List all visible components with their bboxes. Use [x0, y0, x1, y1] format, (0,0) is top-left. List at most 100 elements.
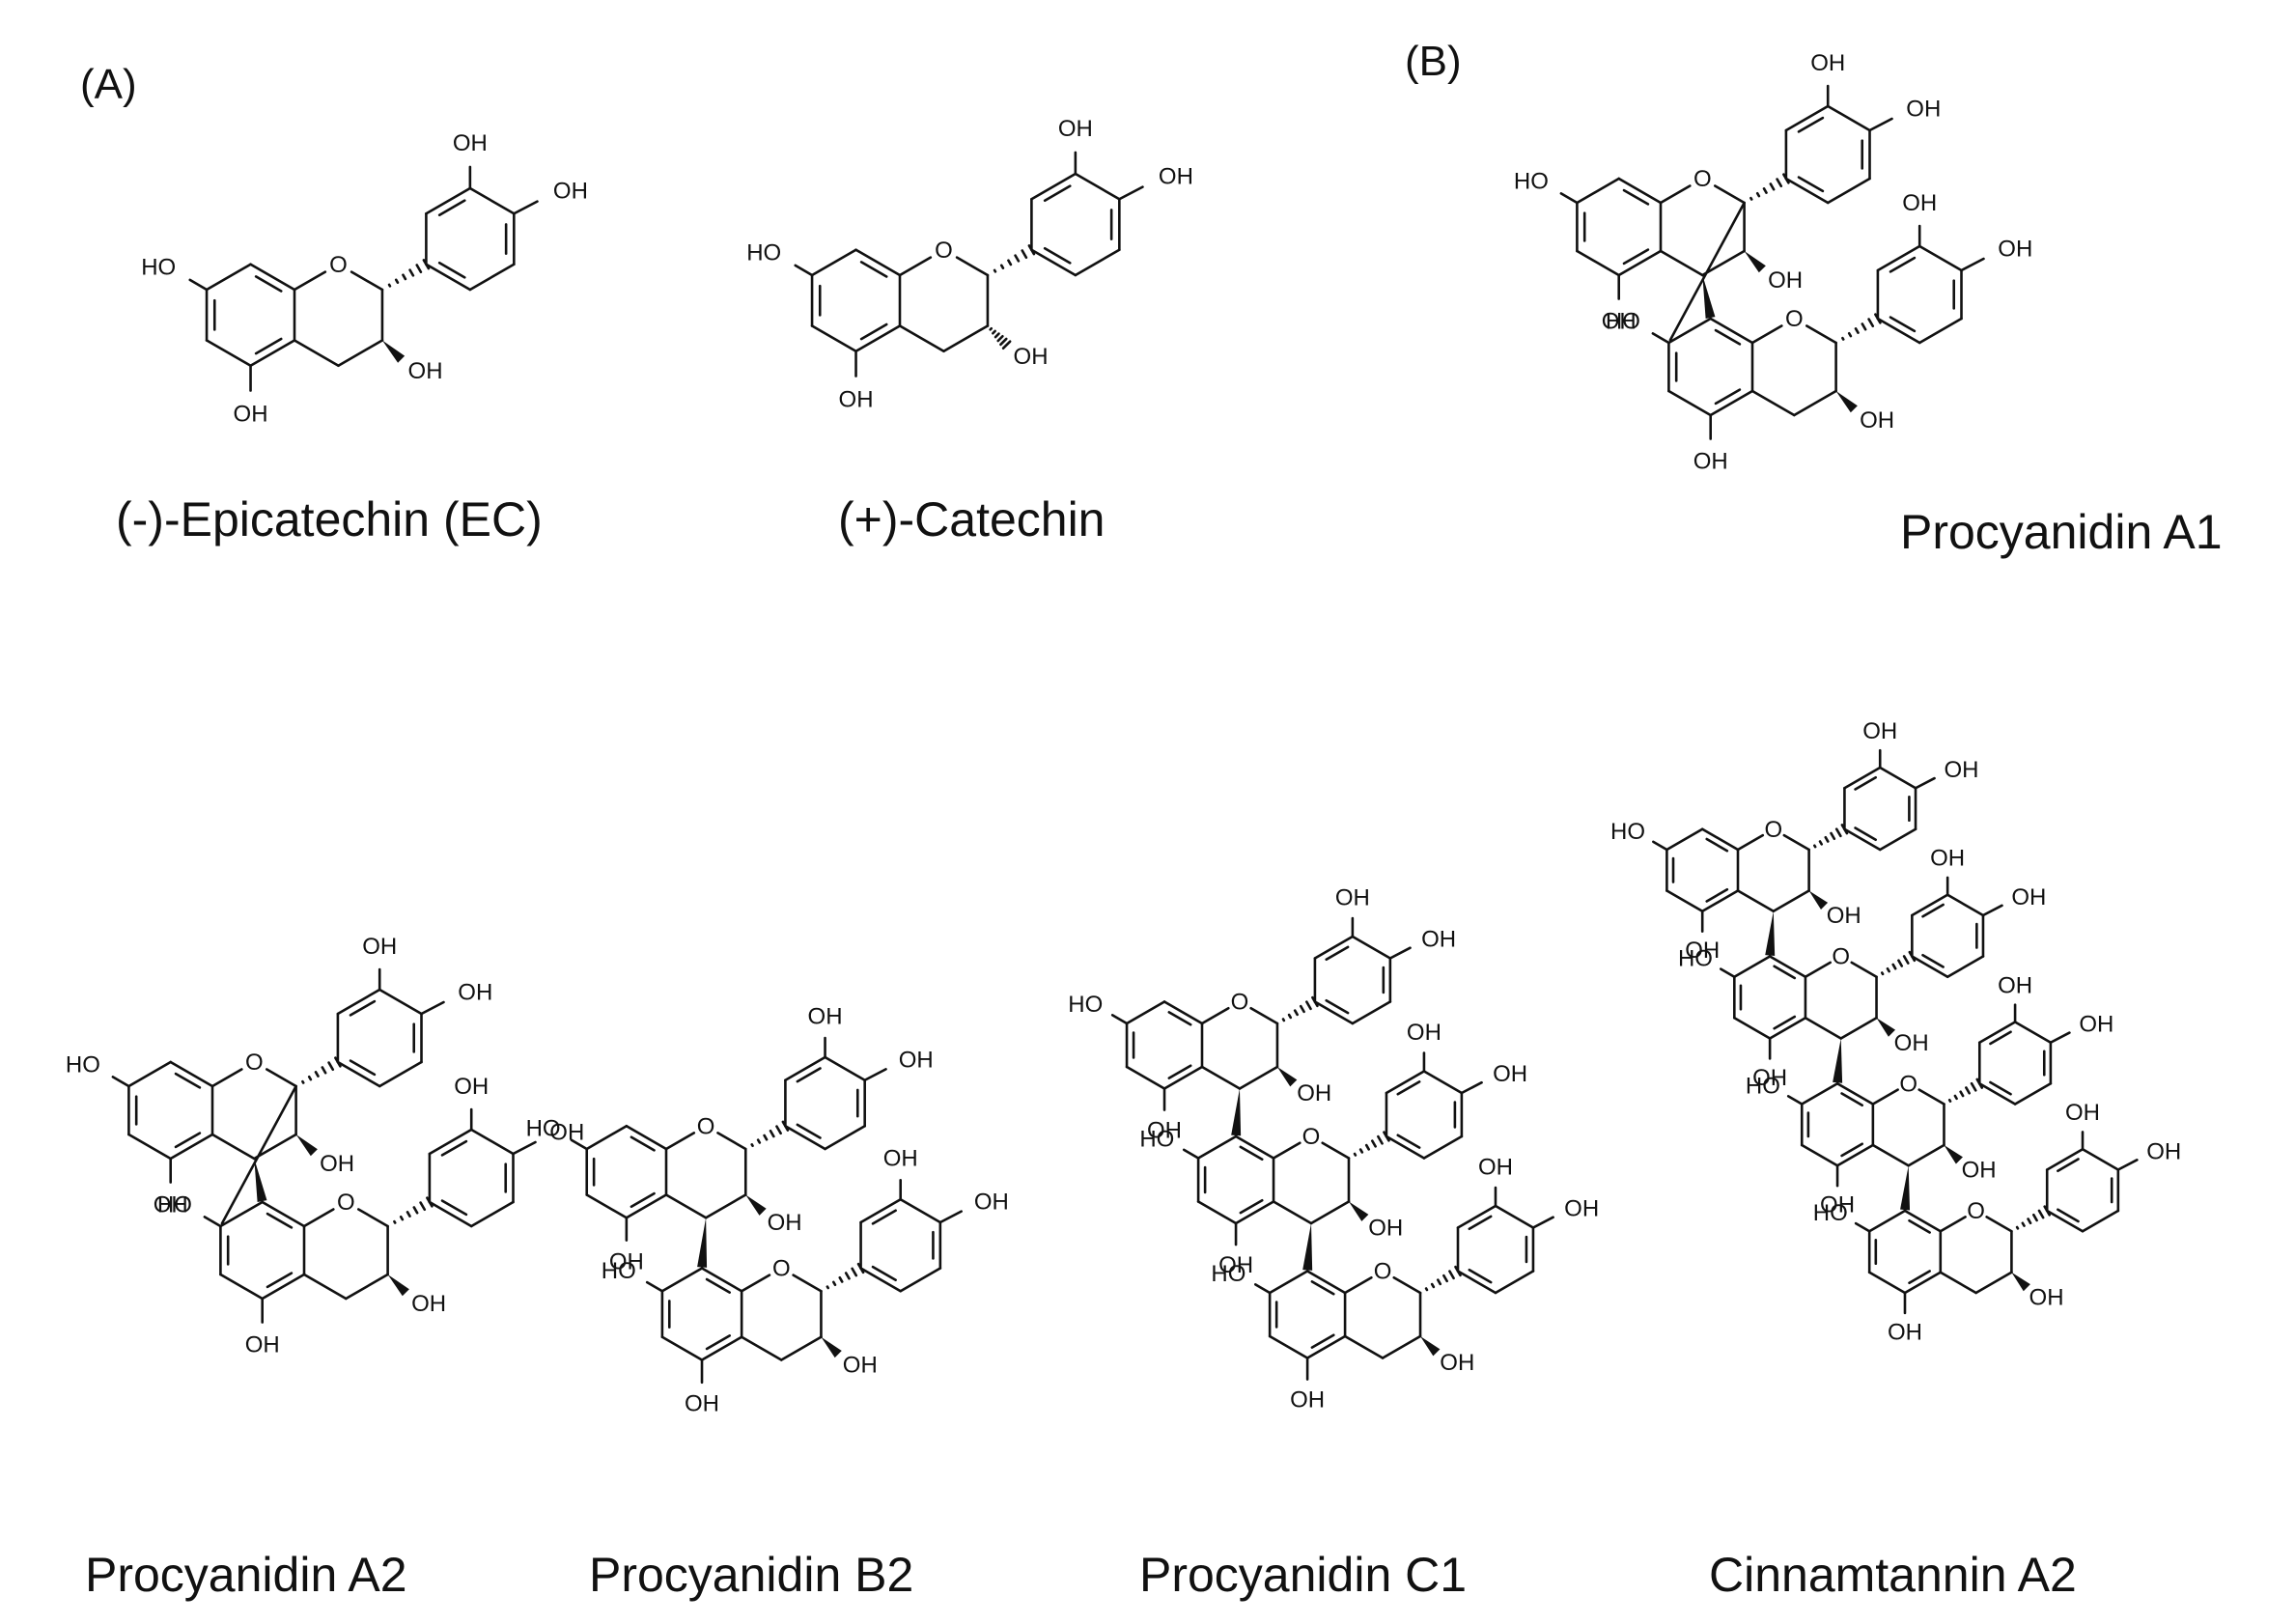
panel-label-a: (A) — [80, 61, 137, 108]
hashed-bond — [1001, 340, 1012, 350]
atom-label: OH — [1888, 1319, 1922, 1345]
bond — [1074, 248, 1121, 277]
bond — [169, 1060, 214, 1088]
wedge-bond — [1276, 1067, 1298, 1087]
atom-label: HO — [1746, 1073, 1780, 1099]
bond — [1321, 1141, 1351, 1160]
bond — [1768, 1016, 1807, 1040]
bond — [1305, 1270, 1347, 1295]
bond — [111, 1076, 130, 1088]
bond — [1945, 955, 1985, 979]
bond — [854, 248, 902, 277]
atom-label: OH — [2079, 1012, 2113, 1038]
bond — [1800, 1143, 1839, 1167]
hashed-bond — [1847, 331, 1853, 338]
hashed-bond — [1762, 187, 1768, 194]
bond — [1239, 1145, 1264, 1162]
bond — [824, 1055, 866, 1082]
bond — [1876, 317, 1921, 345]
bond — [1385, 1070, 1426, 1095]
compound-name-procyanidin-b2: Procyanidin B2 — [589, 1548, 913, 1602]
bond — [1714, 388, 1742, 406]
bond — [898, 256, 933, 277]
wedge-bond — [745, 1194, 767, 1216]
bond — [585, 1193, 629, 1219]
wedge-bond — [1900, 1165, 1911, 1211]
bond — [796, 1067, 822, 1083]
bond — [625, 1124, 668, 1151]
bond — [1253, 1283, 1272, 1295]
bond — [899, 1197, 942, 1224]
bond — [1719, 967, 1736, 979]
bond — [810, 248, 857, 277]
bond — [293, 270, 327, 292]
hashed-bond — [399, 1215, 405, 1221]
atom-label: OH — [1421, 926, 1456, 952]
bond — [570, 1138, 589, 1151]
bond — [1309, 1200, 1351, 1225]
bond — [1907, 1143, 1945, 1167]
hashed-bond — [1377, 1134, 1384, 1145]
bond — [336, 988, 381, 1016]
hashed-bond — [1749, 196, 1753, 201]
hashed-bond — [993, 268, 997, 273]
bond — [630, 1191, 656, 1209]
atom-label: O — [329, 252, 348, 278]
atom-label: OH — [839, 387, 874, 413]
bond — [660, 1335, 704, 1361]
hashed-bond — [402, 273, 407, 281]
atom-label: OH — [974, 1190, 1009, 1216]
bond — [378, 988, 423, 1016]
bond — [898, 324, 945, 353]
hashed-bond — [1861, 322, 1867, 331]
bond — [1249, 1006, 1279, 1025]
compound-name-epicatechin: (-)-Epicatechin (EC) — [116, 492, 543, 546]
atom-label: O — [1832, 944, 1850, 970]
bond — [1200, 1065, 1242, 1090]
atom-label: HO — [157, 1192, 192, 1218]
hashed-bond — [408, 268, 415, 277]
bond — [440, 1139, 468, 1157]
bond — [1167, 1011, 1192, 1026]
bond — [1705, 837, 1729, 853]
bond — [440, 1199, 468, 1217]
hashed-bond — [1755, 191, 1761, 198]
atom-label: OH — [1218, 1252, 1253, 1278]
hashed-bond — [1364, 1143, 1371, 1151]
atom-label: OH — [2029, 1284, 2064, 1310]
hashed-bond — [1281, 1018, 1286, 1022]
hashed-bond — [826, 1285, 830, 1290]
atom-label: OH — [899, 1047, 934, 1073]
bond — [428, 1128, 473, 1156]
bond — [1840, 1142, 1864, 1158]
hashed-bond — [307, 1075, 313, 1081]
bond — [1784, 177, 1830, 205]
bond — [1182, 1148, 1200, 1160]
bond — [810, 324, 857, 353]
bond — [1736, 889, 1776, 913]
bond — [1854, 826, 1877, 842]
atom-label: HO — [1678, 946, 1713, 972]
atom-label: OH — [1297, 1080, 1331, 1106]
bond — [2045, 1209, 2085, 1233]
hashed-bond — [1424, 1287, 1429, 1292]
bond — [1272, 1141, 1301, 1160]
atom-label: OH — [1014, 344, 1049, 370]
bond — [1876, 244, 1921, 272]
bond — [792, 1274, 823, 1293]
hashed-bond — [832, 1280, 837, 1287]
bond — [1030, 248, 1078, 277]
hashed-bond — [387, 283, 392, 288]
hashed-bond — [1854, 327, 1860, 334]
hashed-bond — [2015, 1225, 2020, 1230]
bond — [1162, 1065, 1204, 1090]
bond — [1651, 332, 1670, 345]
bond — [1782, 833, 1810, 852]
bond — [1835, 1143, 1875, 1167]
atom-label: O — [245, 1050, 264, 1076]
atom-label: HO — [1610, 819, 1645, 845]
